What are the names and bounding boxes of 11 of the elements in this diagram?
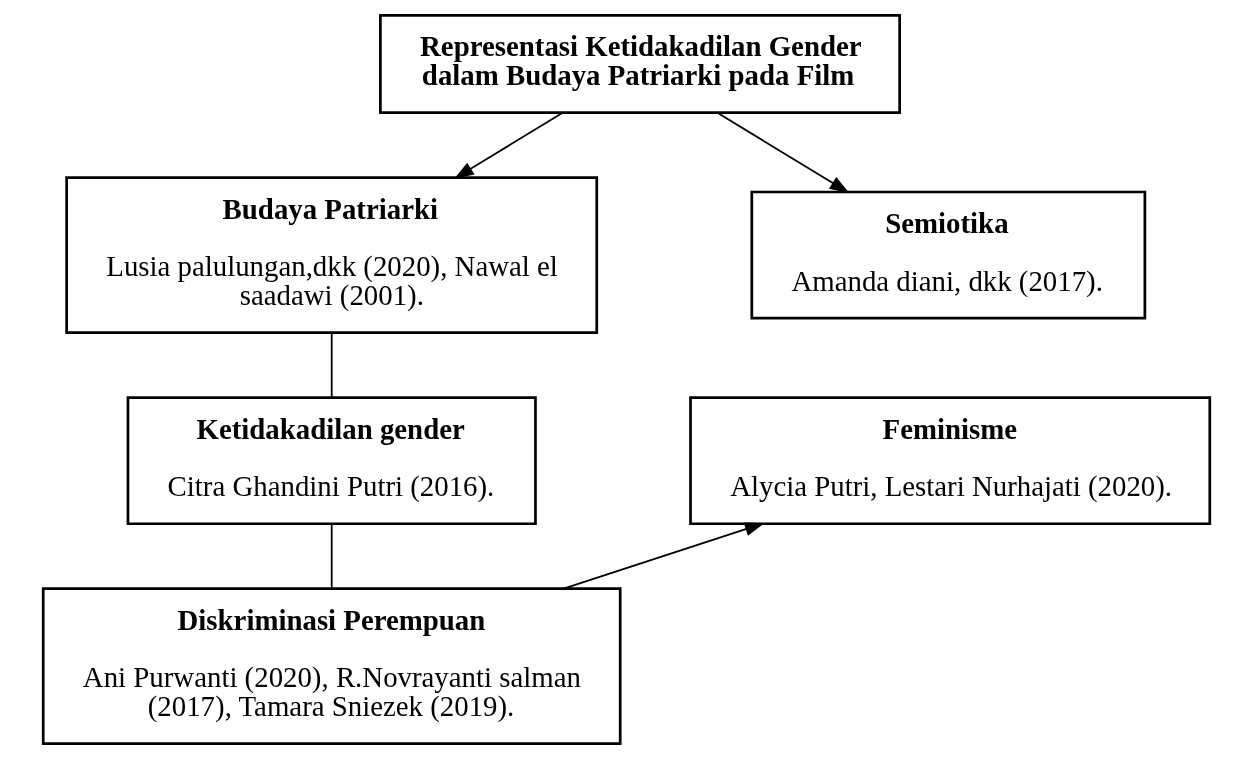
node-box: Feminisme Alycia Putri, Lestari Nurhajati (2020). <box>689 396 1212 526</box>
connector <box>330 331 333 398</box>
connector <box>330 523 333 589</box>
node-box: Diskriminasi Perempuan Ani Purwanti (2020), R.Novrayanti salman (2017), Tamara Sniezek (2019). <box>41 587 622 746</box>
node-box: Semiotika Amanda diani, dkk (2017). <box>750 190 1147 320</box>
arrow <box>562 522 765 590</box>
arrow <box>453 112 564 179</box>
arrow <box>716 112 850 194</box>
node-box: Budaya Patriarki Lusia palulungan,dkk (2020), Nawal el saadawi (2001). <box>65 176 599 334</box>
node-box: Representasi Ketidakadilan Gender dalam Budaya Patriarki pada Film <box>379 13 901 114</box>
node-box: Ketidakadilan gender Citra Ghandini Putri (2016). <box>126 396 537 526</box>
